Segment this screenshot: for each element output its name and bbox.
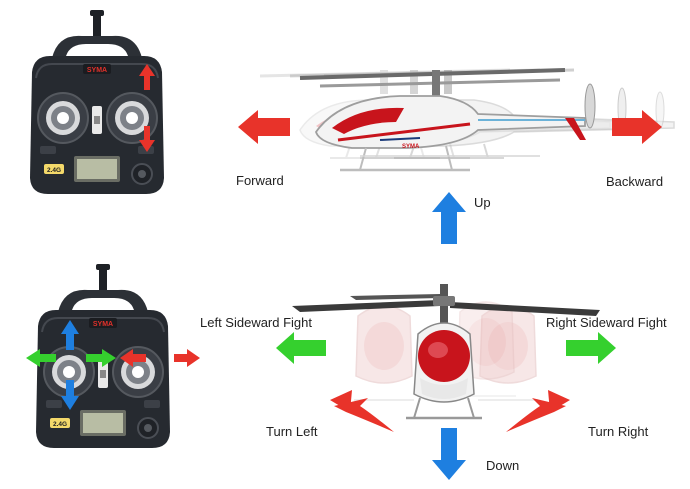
label-up: Up (474, 195, 491, 210)
remote-forward-backward (29, 9, 165, 195)
label-backward: Backward (606, 174, 664, 189)
forward-arrow (238, 110, 290, 144)
label-left-sideward: Left Sideward Fight (200, 315, 313, 330)
label-down: Down (486, 458, 520, 473)
label-turn-left: Turn Left (266, 424, 318, 439)
turn-right-arrow-head (548, 390, 570, 412)
label-right-sideward: Right Sideward Fight (546, 315, 667, 330)
label-turn-right: Turn Right (588, 424, 649, 439)
green-horizontal-arrow-bottom-remote (26, 349, 116, 367)
helicopter-front-view (292, 284, 600, 420)
down-arrow (432, 428, 466, 480)
right-sideward-arrow (566, 332, 616, 364)
backward-arrow (612, 110, 662, 144)
red-vertical-arrow-top-remote (139, 64, 155, 152)
left-sideward-arrow (276, 332, 326, 364)
label-forward: Forward (236, 173, 284, 188)
turn-left-arrow-head (330, 390, 352, 412)
helicopter-side-view: SYMA (258, 68, 676, 172)
red-horizontal-arrow-bottom-remote (120, 349, 200, 367)
helicopter-brand-mark: SYMA (402, 144, 420, 150)
up-arrow (432, 192, 466, 244)
blue-vertical-arrow-bottom-remote (61, 320, 79, 410)
